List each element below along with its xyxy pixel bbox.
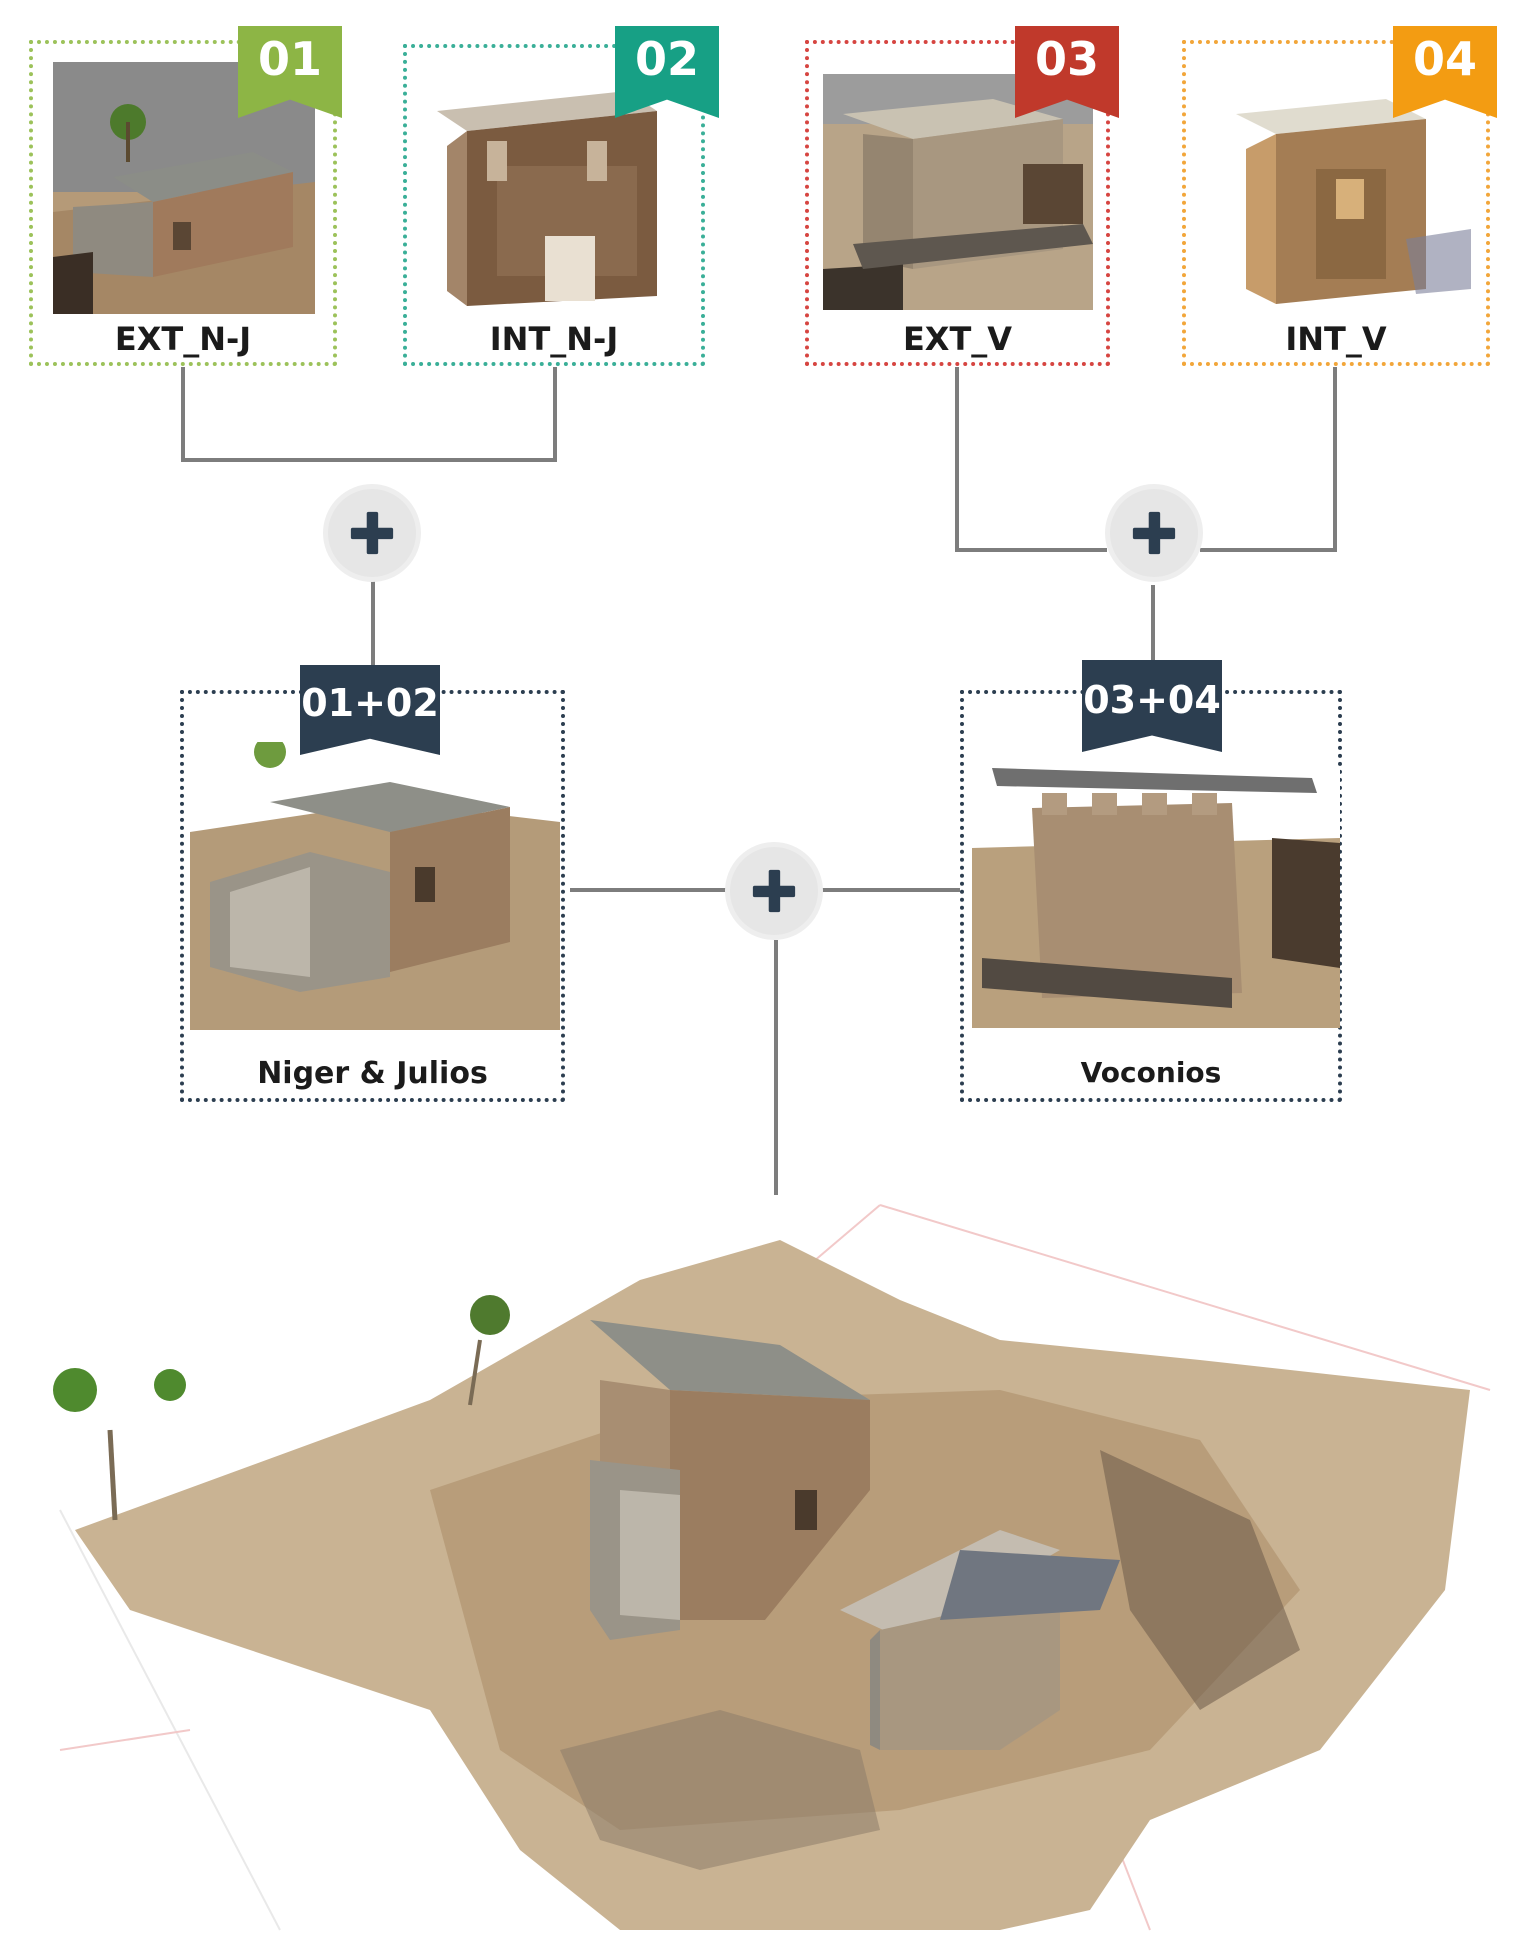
badge-text: 01	[257, 32, 322, 86]
tomb-interior-photo	[1206, 89, 1471, 314]
connector-final-down	[774, 940, 778, 1195]
card-int-nj: INT_N-J	[403, 44, 705, 366]
card-niger-julios: Niger & Julios	[180, 690, 565, 1102]
connector-01-down	[181, 367, 185, 462]
connector-02-down	[553, 367, 557, 462]
site-3d-model	[0, 1190, 1519, 1942]
plus-icon	[1105, 484, 1203, 582]
connector-plus2-down	[1151, 585, 1155, 665]
card-int-v: INT_V	[1182, 40, 1490, 366]
tomb-model-photo	[190, 742, 560, 1030]
badge-text: 03	[1034, 32, 1099, 86]
card-voconios: Voconios	[960, 690, 1342, 1102]
card-label: INT_N-J	[489, 320, 619, 358]
card-ext-nj: EXT_N-J	[29, 40, 337, 366]
badge-text: 02	[634, 32, 699, 86]
card-label: EXT_N-J	[114, 320, 252, 358]
card-ext-v: EXT_V	[805, 40, 1110, 366]
card-label: Niger & Julios	[257, 1056, 488, 1091]
badge-01-02: 01+02	[300, 665, 440, 755]
tomb-model-photo	[972, 768, 1340, 1028]
tomb-exterior-photo	[823, 74, 1093, 310]
connector-03-horizontal	[955, 548, 1107, 552]
card-label: EXT_V	[902, 320, 1013, 358]
card-label: INT_V	[1285, 320, 1387, 358]
badge-text: 01+02	[301, 681, 439, 725]
tomb-exterior-photo	[53, 62, 315, 314]
connector-04-down	[1333, 367, 1337, 552]
plus-icon	[323, 484, 421, 582]
connector-03-down	[955, 367, 959, 552]
connector-merged-right	[818, 888, 960, 892]
tomb-interior-photo	[427, 86, 677, 311]
plus-icon	[725, 842, 823, 940]
badge-text: 04	[1412, 32, 1477, 86]
connector-0102-horizontal	[181, 458, 557, 462]
card-label: Voconios	[1080, 1056, 1222, 1089]
connector-merged-left	[570, 888, 728, 892]
badge-text: 03+04	[1083, 678, 1221, 722]
connector-plus1-down	[371, 575, 375, 665]
connector-04-horizontal	[1200, 548, 1337, 552]
